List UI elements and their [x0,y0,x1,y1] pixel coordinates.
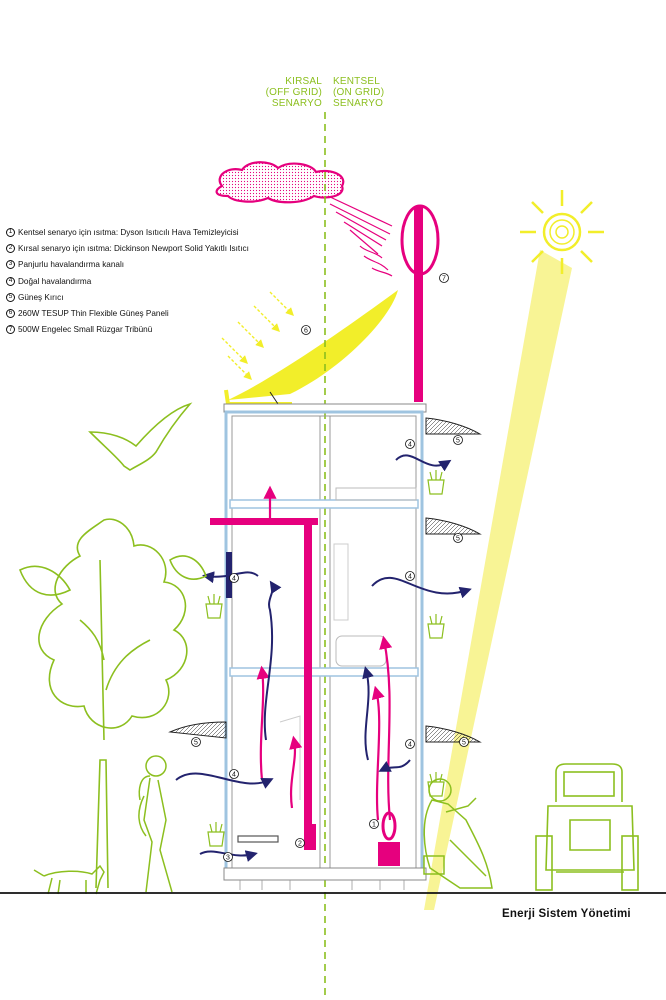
marker-4: 4 [229,573,239,583]
solar-panel [224,290,398,406]
person-walking-icon [138,755,173,893]
marker-6: 6 [301,325,311,335]
person-seated-icon [423,778,493,889]
building-section [223,403,427,890]
marker-1: 1 [369,819,379,829]
urban-heater [378,811,400,866]
svg-text:1: 1 [372,822,376,829]
svg-text:4: 4 [408,574,412,581]
marker-2: 2 [295,838,305,848]
svg-text:4: 4 [408,742,412,749]
sun-beam [424,250,572,910]
diagram-markers: 7 6 4 5 5 4 4 5 4 5 4 1 2 3 [191,273,469,862]
svg-text:3: 3 [226,855,230,862]
marker-5: 5 [453,435,463,445]
marker-5: 5 [191,737,201,747]
scenario-label-rural: KIRSAL (OFF GRID) SENARYO [265,76,322,109]
ventilation-arrows [175,454,472,862]
svg-text:5: 5 [194,740,198,747]
diagram-title: Enerji Sistem Yönetimi [502,908,631,920]
solar-rays [221,291,294,380]
wind-lines [327,195,393,277]
scenario-label-urban: KENTSEL (ON GRID) SENARYO [333,76,385,109]
louvered-vent [226,552,232,598]
dog-icon [33,864,105,895]
svg-text:4: 4 [408,442,412,449]
cloud-icon [215,161,345,204]
marker-4: 4 [405,439,415,449]
marker-5: 5 [459,737,469,747]
svg-text:4: 4 [232,772,236,779]
tree-icon [18,518,208,889]
marker-5: 5 [453,533,463,543]
svg-text:5: 5 [462,740,466,747]
heat-flow-arrows [256,485,393,821]
sun-breakers [168,417,482,743]
marker-3: 3 [223,852,233,862]
marker-4: 4 [405,571,415,581]
svg-text:7: 7 [442,276,446,283]
svg-text:5: 5 [456,438,460,445]
marker-7: 7 [439,273,449,283]
svg-text:4: 4 [232,576,236,583]
car-icon [535,763,639,891]
heating-duct [210,518,318,850]
marker-4: 4 [229,769,239,779]
marker-4: 4 [405,739,415,749]
svg-text:2: 2 [298,841,302,848]
svg-text:5: 5 [456,536,460,543]
wind-turbine [400,204,440,402]
sun-icon [520,190,604,274]
bird-icon [88,402,193,471]
svg-text:6: 6 [304,328,308,335]
plant-boxes [205,470,445,847]
